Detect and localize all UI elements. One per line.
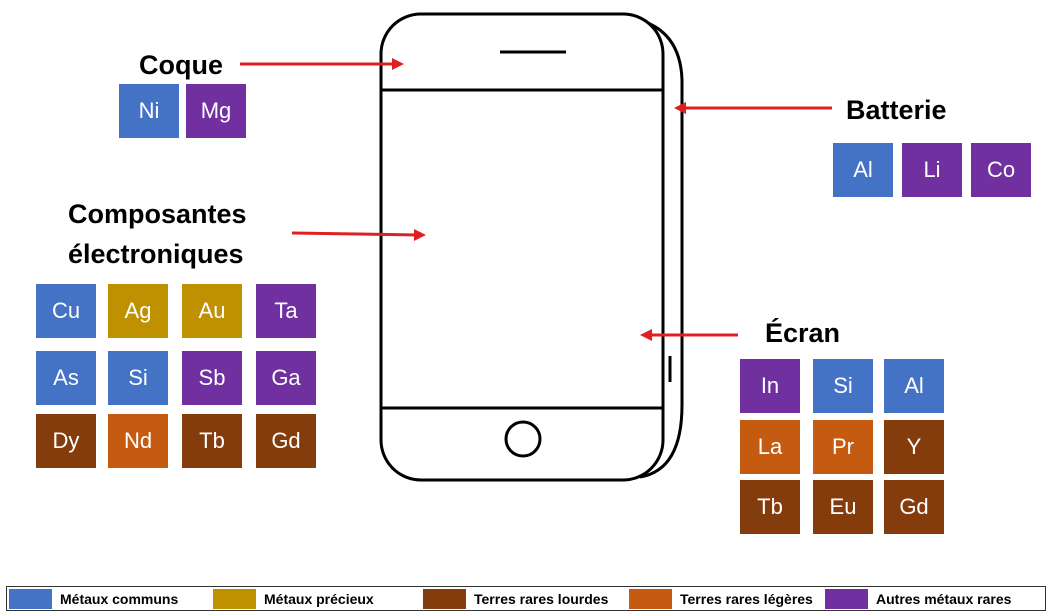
- label-coque: Coque: [139, 50, 223, 80]
- arrowhead-batterie: [674, 102, 686, 114]
- element-tile: Tb: [182, 414, 242, 468]
- legend-label: Terres rares lourdes: [474, 591, 609, 607]
- element-tile: Co: [971, 143, 1031, 197]
- element-tile: Li: [902, 143, 962, 197]
- element-tile: Ni: [119, 84, 179, 138]
- legend-label: Autres métaux rares: [876, 591, 1012, 607]
- label-composantes-line1: Composantes: [68, 199, 247, 229]
- element-tile: Nd: [108, 414, 168, 468]
- element-tile: Gd: [256, 414, 316, 468]
- element-tile: As: [36, 351, 96, 405]
- element-tile: Mg: [186, 84, 246, 138]
- element-tile: Dy: [36, 414, 96, 468]
- element-tile: Sb: [182, 351, 242, 405]
- element-tile: La: [740, 420, 800, 474]
- element-tile: Si: [813, 359, 873, 413]
- legend-label: Métaux précieux: [264, 591, 374, 607]
- label-batterie: Batterie: [846, 95, 947, 125]
- legend-swatch: [423, 589, 466, 609]
- legend-label: Métaux communs: [60, 591, 179, 607]
- element-tile: Al: [884, 359, 944, 413]
- arrowhead-coque: [392, 58, 404, 70]
- label-composantes-line2: électroniques: [68, 239, 244, 269]
- element-tile: Gd: [884, 480, 944, 534]
- legend-swatch: [825, 589, 868, 609]
- legend-swatch: [213, 589, 256, 609]
- legend: Métaux communs Métaux précieux Terres ra…: [6, 586, 1046, 611]
- legend-label: Terres rares légères: [680, 591, 813, 607]
- element-tile: Ta: [256, 284, 316, 338]
- element-tile: Al: [833, 143, 893, 197]
- element-tile: Au: [182, 284, 242, 338]
- element-tile: In: [740, 359, 800, 413]
- element-tile: Ga: [256, 351, 316, 405]
- element-tile: Cu: [36, 284, 96, 338]
- legend-swatch: [629, 589, 672, 609]
- element-tile: Eu: [813, 480, 873, 534]
- element-tile: Pr: [813, 420, 873, 474]
- arrow-composantes: [291, 231, 419, 237]
- home-button: [504, 420, 542, 458]
- element-tile: Ag: [108, 284, 168, 338]
- element-tile: Si: [108, 351, 168, 405]
- element-tile: Tb: [740, 480, 800, 534]
- arrowhead-ecran: [640, 329, 652, 341]
- label-ecran: Écran: [765, 318, 841, 348]
- legend-swatch: [9, 589, 52, 609]
- element-tile: Y: [884, 420, 944, 474]
- arrowhead-composantes: [414, 229, 426, 241]
- phone-body: [379, 12, 665, 482]
